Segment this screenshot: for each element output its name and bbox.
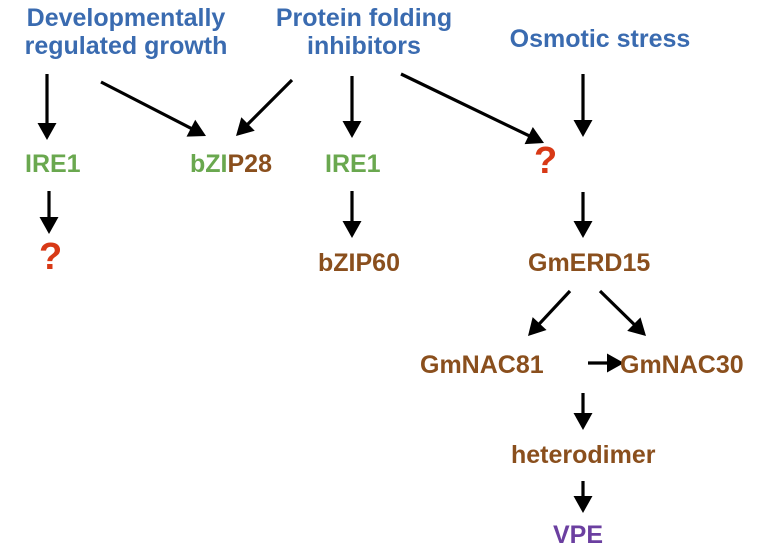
gene-label-segment: bZI [190,150,228,178]
stimulus-line: regulated growth [24,32,228,60]
arrow-head [342,121,362,138]
arrow-pfi-to-bzip28 [236,78,294,136]
arrow-heterodimer-to-vpe [573,481,593,513]
gene-bzip60: bZIP60 [318,249,400,277]
gene-ire1-left: IRE1 [25,150,81,178]
arrow-head [627,317,646,336]
gene-label-segment: GmNAC81 [420,351,544,379]
gene-gmnac30: GmNAC30 [620,351,744,379]
arrow-pfi-to-question-right [400,72,544,145]
gene-label-segment: bZIP60 [318,249,400,277]
arrow-question-right-to-gmerd15 [573,192,593,238]
arrow-head [573,496,593,513]
arrow-head [236,117,255,136]
arrow-gmerd15-to-gmnac81 [528,289,572,336]
arrow-growth-to-ire1 [37,74,57,140]
gene-label-segment: heterodimer [511,441,656,469]
arrow-head [37,123,57,140]
stimulus-osmotic-stress: Osmotic stress [490,25,710,53]
gene-bzip28: bZIP28 [190,150,272,178]
arrow-head [573,413,593,430]
arrow-head [573,120,593,137]
arrow-growth-to-bzip28 [100,80,206,137]
gene-gmnac81: GmNAC81 [420,351,544,379]
gene-label-segment: IRE1 [25,150,81,178]
stimulus-line: inhibitors [307,32,421,60]
arrow-head [39,217,59,234]
arrow-head [528,317,547,336]
arrow-gmnac81-to-gmnac30 [588,353,624,373]
stimulus-line: Protein folding [275,4,453,32]
arrow-shaft [100,80,194,131]
arrow-ire1mid-to-bzip60 [342,191,362,238]
arrow-shaft [537,289,572,327]
stimulus-line: Osmotic stress [509,25,691,53]
arrow-head [573,221,593,238]
arrow-gmerd15-to-gmnac30 [598,289,646,336]
arrow-ire1-to-question-left [39,191,59,234]
question-mark-right: ? [534,140,558,182]
gene-label-segment: IRE1 [325,150,381,178]
gene-label-segment: GmNAC30 [620,351,744,379]
arrow-gmnac30-to-heterodimer [573,393,593,430]
gene-label-segment: VPE [553,521,604,549]
arrow-shaft [598,289,637,327]
arrow-osmotic-to-question-right [573,74,593,137]
arrow-pfi-to-ire1 [342,76,362,138]
gene-label-segment: GmERD15 [528,249,651,277]
gene-gmerd15: GmERD15 [528,249,650,277]
gene-ire1-middle: IRE1 [325,150,381,178]
arrow-head [186,119,206,137]
gene-label-segment: P28 [227,150,272,178]
arrow-head [342,221,362,238]
arrow-shaft [400,72,532,138]
gene-vpe: VPE [553,521,603,549]
stimulus-line: Developmentally [26,4,226,32]
question-mark-left: ? [39,236,63,278]
arrow-shaft [245,78,294,127]
gene-heterodimer: heterodimer [511,441,655,469]
